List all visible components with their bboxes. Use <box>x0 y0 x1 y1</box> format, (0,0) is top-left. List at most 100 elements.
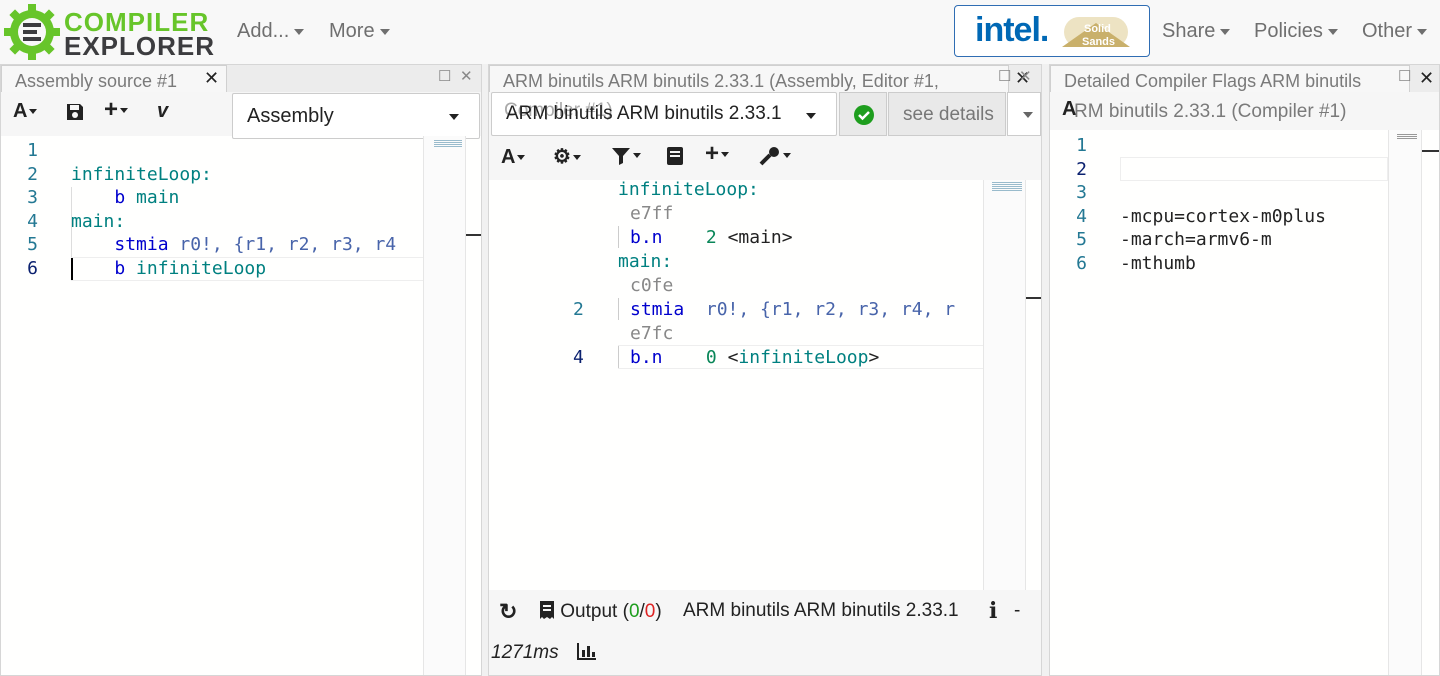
save-icon[interactable] <box>65 102 85 128</box>
compiler-options-input[interactable]: see details <box>888 92 1006 136</box>
language-select[interactable]: Assembly <box>232 93 480 139</box>
gear-logo-icon <box>4 4 60 60</box>
compiler-explorer-logo[interactable]: COMPILER EXPLORER <box>4 4 214 60</box>
refresh-icon[interactable]: ↻ <box>499 599 518 624</box>
tab-compiler-flags[interactable]: Detailed Compiler Flags ARM binutils <box>1050 65 1410 92</box>
info-icon[interactable]: i <box>989 598 998 624</box>
brand-line2: EXPLORER <box>64 31 216 61</box>
close-tab-icon[interactable]: ✕ <box>1419 68 1435 88</box>
sponsor-banner[interactable]: intel. Solid Sands <box>954 5 1150 57</box>
source-line-link[interactable]: 2 <box>573 299 584 320</box>
maximize-icon[interactable]: ☐ <box>438 68 452 85</box>
compiler-status-bar: ↻ Output (0/0) ARM binutils ARM binutils… <box>489 590 1041 675</box>
solid-sands-logo: Solid Sands <box>1062 17 1130 48</box>
add-menu-label: Add... <box>237 20 290 42</box>
source-tab-header: Assembly source #1 ✕ ☐ ✕ <box>1 65 481 92</box>
add-new-icon[interactable]: + <box>104 96 129 124</box>
options-dropdown-button[interactable] <box>1007 92 1041 136</box>
chart-bar-icon[interactable] <box>577 642 597 666</box>
maximize-icon[interactable]: ☐ <box>1398 68 1412 85</box>
font-size-icon[interactable]: A <box>13 100 38 123</box>
policies-menu[interactable]: Policies <box>1254 0 1338 64</box>
minimap[interactable] <box>983 180 1025 590</box>
output-label: Output ( <box>560 601 629 622</box>
line-numbers: 1 2 3 4 5 6 <box>1076 135 1087 274</box>
compiler-tab-header: ARM binutils ARM binutils 2.33.1 (Assemb… <box>489 65 1041 92</box>
caret-down-icon <box>1023 112 1033 118</box>
tab-title: Detailed Compiler Flags ARM binutils <box>1064 71 1362 91</box>
add-tool-icon[interactable]: + <box>705 140 730 168</box>
tab-compiler[interactable]: ARM binutils ARM binutils 2.33.1 (Assemb… <box>489 65 1009 92</box>
current-line-highlight <box>1120 157 1388 181</box>
wrench-icon[interactable] <box>759 144 791 167</box>
output-button[interactable]: Output (0/0) <box>539 600 662 623</box>
vertical-scrollbar[interactable] <box>1025 180 1041 590</box>
compiler-select-ghost-text: Compiler #1) <box>504 100 613 121</box>
vertical-scrollbar[interactable] <box>1421 130 1439 675</box>
opcode-2: c0fe <box>630 275 674 296</box>
sands-text: Sands <box>1082 36 1115 48</box>
caret-down-icon <box>379 28 390 35</box>
tab-title: ARM binutils ARM binutils 2.33.1 (Assemb… <box>503 71 939 91</box>
flags-code[interactable]: -mcpu=cortex-m0plus-march=armv6-m-mthumb <box>1120 205 1326 274</box>
vertical-scrollbar[interactable] <box>465 136 481 675</box>
text-cursor <box>71 258 73 280</box>
opcode-3: e7fc <box>630 323 674 344</box>
minimap[interactable] <box>423 136 465 675</box>
compiler-flags-pane: Detailed Compiler Flags ARM binutils ☐ ✕… <box>1049 64 1440 676</box>
close-pane-icon[interactable]: ✕ <box>460 68 473 85</box>
settings-gear-icon[interactable]: ⚙ <box>553 144 581 169</box>
compiler-select[interactable]: Compiler #1) ARM binutils ARM binutils 2… <box>491 92 837 136</box>
asm-label-infiniteloop[interactable]: infiniteLoop: <box>618 179 759 200</box>
more-menu[interactable]: More <box>329 0 390 64</box>
compiler-toolbar: Compiler #1) ARM binutils ARM binutils 2… <box>489 92 1041 180</box>
font-size-icon[interactable]: A <box>1062 98 1077 120</box>
line-numbers: 1 2 3 4 5 6 <box>27 140 38 279</box>
share-menu-label: Share <box>1162 20 1216 42</box>
asm-label-main[interactable]: main: <box>618 251 673 272</box>
vim-icon[interactable]: v <box>157 100 169 122</box>
current-line-highlight <box>71 257 423 281</box>
output-ok-count: 0 <box>628 601 640 622</box>
source-editor-pane: Assembly source #1 ✕ ☐ ✕ A + v Assembly … <box>0 64 482 676</box>
status-compiler-name: ARM binutils ARM binutils 2.33.1 <box>683 600 959 621</box>
policies-menu-label: Policies <box>1254 20 1323 42</box>
caret-down-icon <box>449 114 459 120</box>
caret-down-icon <box>1220 28 1231 35</box>
other-menu[interactable]: Other <box>1362 0 1428 64</box>
caret-down-icon <box>294 28 305 35</box>
font-size-icon[interactable]: A <box>501 146 526 169</box>
brand-line1: COMPILER <box>64 7 210 37</box>
caret-down-icon <box>806 113 816 119</box>
indent-guide <box>71 187 72 257</box>
close-tab-icon[interactable]: ✕ <box>1015 68 1031 88</box>
caret-down-icon <box>1417 28 1428 35</box>
compile-time: 1271ms <box>491 642 559 663</box>
source-toolbar: A + v Assembly <box>1 92 481 139</box>
book-icon[interactable] <box>666 144 684 167</box>
instr-1: b.n <box>630 227 663 248</box>
output-error-count: 0 <box>644 601 656 622</box>
caret-down-icon <box>1327 28 1338 35</box>
close-pane-icon[interactable]: ✕ <box>1019 68 1032 85</box>
share-menu[interactable]: Share <box>1162 0 1231 64</box>
compiler-options-placeholder: see details <box>903 104 994 125</box>
assembly-output[interactable]: infiniteLoop: e7ff b.n 2 <main> main: c0… <box>489 178 983 588</box>
source-line-link[interactable]: 4 <box>573 347 584 368</box>
close-tab-icon[interactable]: ✕ <box>204 68 220 88</box>
tab-assembly-source[interactable]: Assembly source #1 <box>1 65 227 92</box>
filter-icon[interactable] <box>611 144 641 167</box>
minimap[interactable] <box>1388 130 1421 675</box>
instr-2: stmia <box>630 299 685 320</box>
add-menu[interactable]: Add... <box>237 0 305 64</box>
solid-text: Solid <box>1084 23 1111 35</box>
top-navbar: COMPILER EXPLORER Add... More intel. Sol… <box>0 0 1440 64</box>
flags-subtitle-bar: A RM binutils 2.33.1 (Compiler #1) <box>1050 92 1439 130</box>
compile-status-button[interactable] <box>839 92 887 136</box>
current-line-highlight <box>618 345 983 369</box>
language-select-value: Assembly <box>247 105 334 127</box>
maximize-icon[interactable]: ☐ <box>998 68 1012 85</box>
compiler-pane: ARM binutils ARM binutils 2.33.1 (Assemb… <box>488 64 1042 676</box>
more-menu-label: More <box>329 20 375 42</box>
